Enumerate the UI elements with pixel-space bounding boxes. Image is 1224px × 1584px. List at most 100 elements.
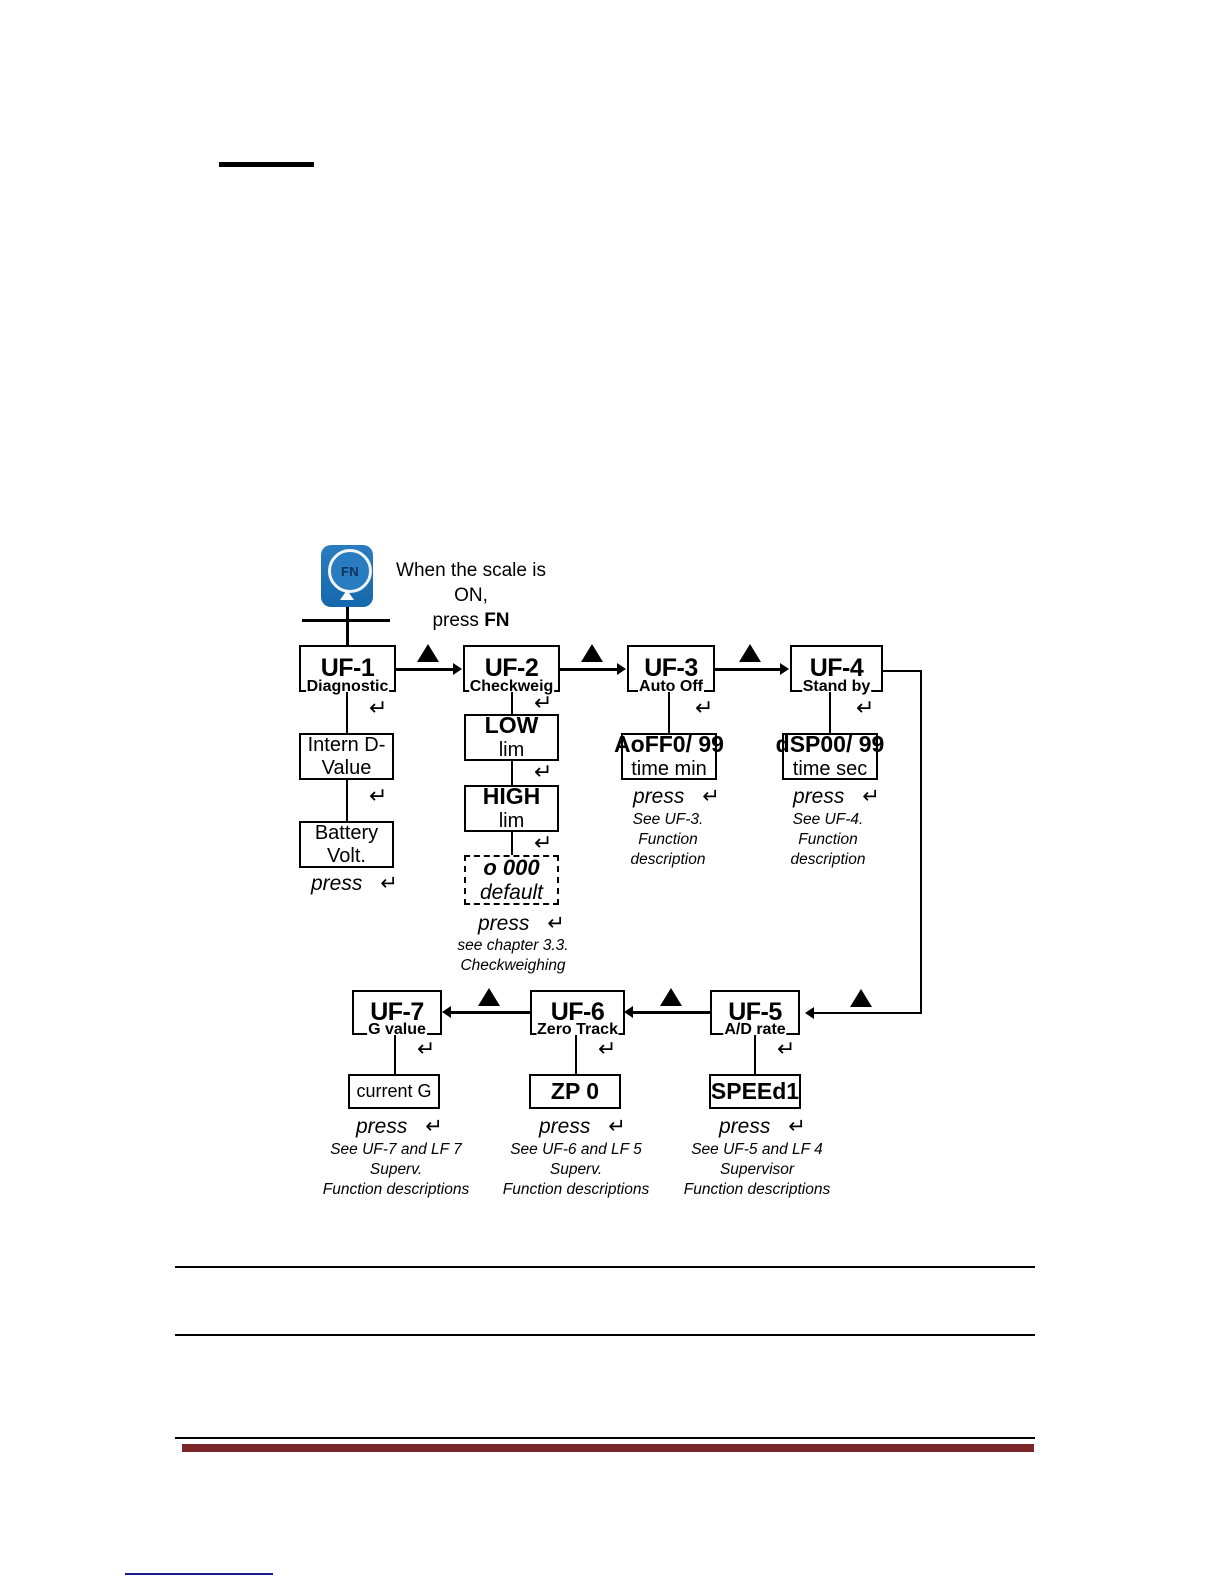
fn-connector-vertical bbox=[346, 607, 349, 621]
node-uf7-code: UF-7 bbox=[370, 998, 424, 1026]
box-low-lim-line1: LOW bbox=[484, 712, 539, 739]
arrow-uf5-to-uf6-line bbox=[632, 1011, 710, 1014]
box-default-line1: o 000 bbox=[483, 855, 540, 881]
box-high-lim-line2: lim bbox=[498, 810, 525, 833]
enter-glyph-uf5: ↵ bbox=[777, 1036, 796, 1061]
enter-glyph-press-uf2: ↵ bbox=[547, 912, 565, 935]
fn-instruction-text: When the scale is ON, press FN bbox=[386, 558, 556, 633]
fn-instruction-line1: When the scale is ON, bbox=[396, 560, 546, 607]
enter-glyph-uf7: ↵ bbox=[417, 1036, 436, 1061]
triangle-up-uf5-uf6-icon bbox=[660, 988, 682, 1006]
arrow-uf3-to-uf4-head bbox=[780, 663, 789, 675]
connector-uf4-to-dsp bbox=[829, 692, 831, 733]
connector-high-to-default bbox=[511, 832, 513, 855]
node-uf1[interactable]: UF-1 Diagnostic bbox=[299, 645, 396, 695]
node-uf7[interactable]: UF-7 G value bbox=[352, 990, 442, 1038]
node-uf6-code: UF-6 bbox=[550, 998, 605, 1026]
box-current-g-line1: current G bbox=[356, 1081, 432, 1102]
box-aoff-line1: AoFF0/ 99 bbox=[614, 731, 724, 758]
enter-glyph-press-uf5: ↵ bbox=[788, 1115, 806, 1138]
node-uf2[interactable]: UF-2 Checkweig bbox=[463, 645, 560, 695]
box-intern-d-value[interactable]: Intern D- Value bbox=[299, 733, 394, 780]
press-label-uf6-text: press bbox=[539, 1115, 591, 1138]
box-current-g[interactable]: current G bbox=[348, 1074, 440, 1109]
note-uf4: See UF-4. Function description bbox=[790, 811, 866, 869]
footer-rule-maroon bbox=[182, 1444, 1034, 1452]
box-aoff[interactable]: AoFF0/ 99 time min bbox=[614, 732, 724, 781]
press-label-uf1: press ↵ bbox=[311, 871, 398, 896]
box-default-line2: default bbox=[479, 880, 544, 904]
fn-key-up-triangle-icon bbox=[340, 590, 354, 600]
footer-rule-black bbox=[175, 1437, 1035, 1439]
node-uf2-name: Checkweig bbox=[468, 678, 555, 695]
arrow-uf1-to-uf2-line bbox=[396, 668, 454, 671]
arrow-uf3-to-uf4-line bbox=[715, 668, 781, 671]
box-aoff-line2: time min bbox=[631, 758, 707, 781]
arrow-uf6-to-uf7-head bbox=[442, 1006, 451, 1018]
enter-glyph-press-uf4: ↵ bbox=[862, 785, 880, 808]
box-dsp-line1: dSP00/ 99 bbox=[775, 731, 885, 758]
box-battery-volt-line1: Battery bbox=[314, 822, 379, 845]
box-default[interactable]: o 000 default bbox=[464, 855, 559, 905]
enter-glyph-press-uf3: ↵ bbox=[702, 785, 720, 808]
box-low-lim-line2: lim bbox=[498, 739, 525, 762]
connector-uf5-to-speed bbox=[754, 1035, 756, 1074]
node-uf3-name: Auto Off bbox=[638, 678, 704, 695]
node-uf3[interactable]: UF-3 Auto Off bbox=[627, 645, 715, 695]
triangle-up-wrap-icon bbox=[850, 989, 872, 1007]
press-label-uf2: press ↵ bbox=[478, 911, 565, 936]
box-high-lim-line1: HIGH bbox=[482, 783, 541, 810]
triangle-up-uf6-uf7-icon bbox=[478, 988, 500, 1006]
press-label-uf4-text: press bbox=[793, 785, 845, 808]
enter-glyph-low: ↵ bbox=[534, 759, 553, 784]
connector-uf1-to-internd bbox=[346, 692, 348, 733]
box-battery-volt[interactable]: Battery Volt. bbox=[299, 821, 394, 868]
node-uf4-name: Stand by bbox=[801, 678, 872, 695]
fn-key-graphic[interactable]: FN bbox=[321, 545, 373, 607]
connector-uf3-to-aoff bbox=[668, 692, 670, 733]
box-dsp[interactable]: dSP00/ 99 time sec bbox=[776, 732, 885, 781]
node-uf6-name: Zero Track bbox=[536, 1021, 619, 1038]
press-label-uf2-text: press bbox=[478, 912, 530, 935]
node-uf3-code: UF-3 bbox=[644, 654, 698, 682]
triangle-up-uf2-uf3-icon bbox=[581, 644, 603, 662]
box-speed-line1: SPEEd1 bbox=[710, 1077, 800, 1104]
node-uf5-name: A/D rate bbox=[723, 1021, 787, 1038]
fn-key-label: FN bbox=[341, 563, 359, 579]
press-label-uf3-text: press bbox=[633, 785, 685, 808]
box-low-lim[interactable]: LOW lim bbox=[464, 712, 559, 762]
arrow-uf2-to-uf3-head bbox=[617, 663, 626, 675]
node-uf6[interactable]: UF-6 Zero Track bbox=[530, 990, 625, 1038]
wrap-connector-arrowhead bbox=[805, 1007, 814, 1019]
box-intern-d-value-line1: Intern D- bbox=[307, 734, 386, 757]
press-label-uf7-text: press bbox=[356, 1115, 408, 1138]
box-speed[interactable]: SPEEd1 bbox=[709, 1074, 801, 1109]
press-label-uf7: press ↵ bbox=[356, 1114, 443, 1139]
node-uf2-code: UF-2 bbox=[484, 654, 539, 682]
note-uf7: See UF-7 and LF 7 Superv. Function descr… bbox=[322, 1141, 470, 1199]
fn-connector-down-to-uf1 bbox=[346, 619, 349, 646]
triangle-up-uf1-uf2-icon bbox=[417, 644, 439, 662]
box-zp[interactable]: ZP 0 bbox=[529, 1074, 621, 1109]
fn-instruction-press: press bbox=[432, 610, 485, 632]
enter-glyph-uf3: ↵ bbox=[695, 695, 714, 720]
node-uf5[interactable]: UF-5 A/D rate bbox=[710, 990, 800, 1038]
note-uf2: see chapter 3.3. Checkweighing bbox=[457, 937, 569, 975]
fn-instruction-fn: FN bbox=[484, 610, 510, 632]
enter-glyph-uf1: ↵ bbox=[369, 695, 388, 720]
press-label-uf6: press ↵ bbox=[539, 1114, 626, 1139]
node-uf5-code: UF-5 bbox=[728, 998, 782, 1026]
box-high-lim[interactable]: HIGH lim bbox=[464, 783, 559, 833]
press-label-uf5-text: press bbox=[719, 1115, 771, 1138]
press-label-uf1-text: press bbox=[311, 872, 363, 895]
triangle-up-uf3-uf4-icon bbox=[739, 644, 761, 662]
note-uf3: See UF-3. Function description bbox=[630, 811, 706, 869]
box-dsp-line2: time sec bbox=[792, 758, 868, 781]
node-uf4[interactable]: UF-4 Stand by bbox=[790, 645, 883, 695]
enter-glyph-uf6: ↵ bbox=[598, 1036, 617, 1061]
wrap-connector-top bbox=[883, 670, 922, 672]
node-uf1-code: UF-1 bbox=[320, 654, 375, 682]
enter-glyph-press-uf7: ↵ bbox=[425, 1115, 443, 1138]
arrow-uf1-to-uf2-head bbox=[453, 663, 462, 675]
wrap-connector-right bbox=[920, 670, 922, 1013]
